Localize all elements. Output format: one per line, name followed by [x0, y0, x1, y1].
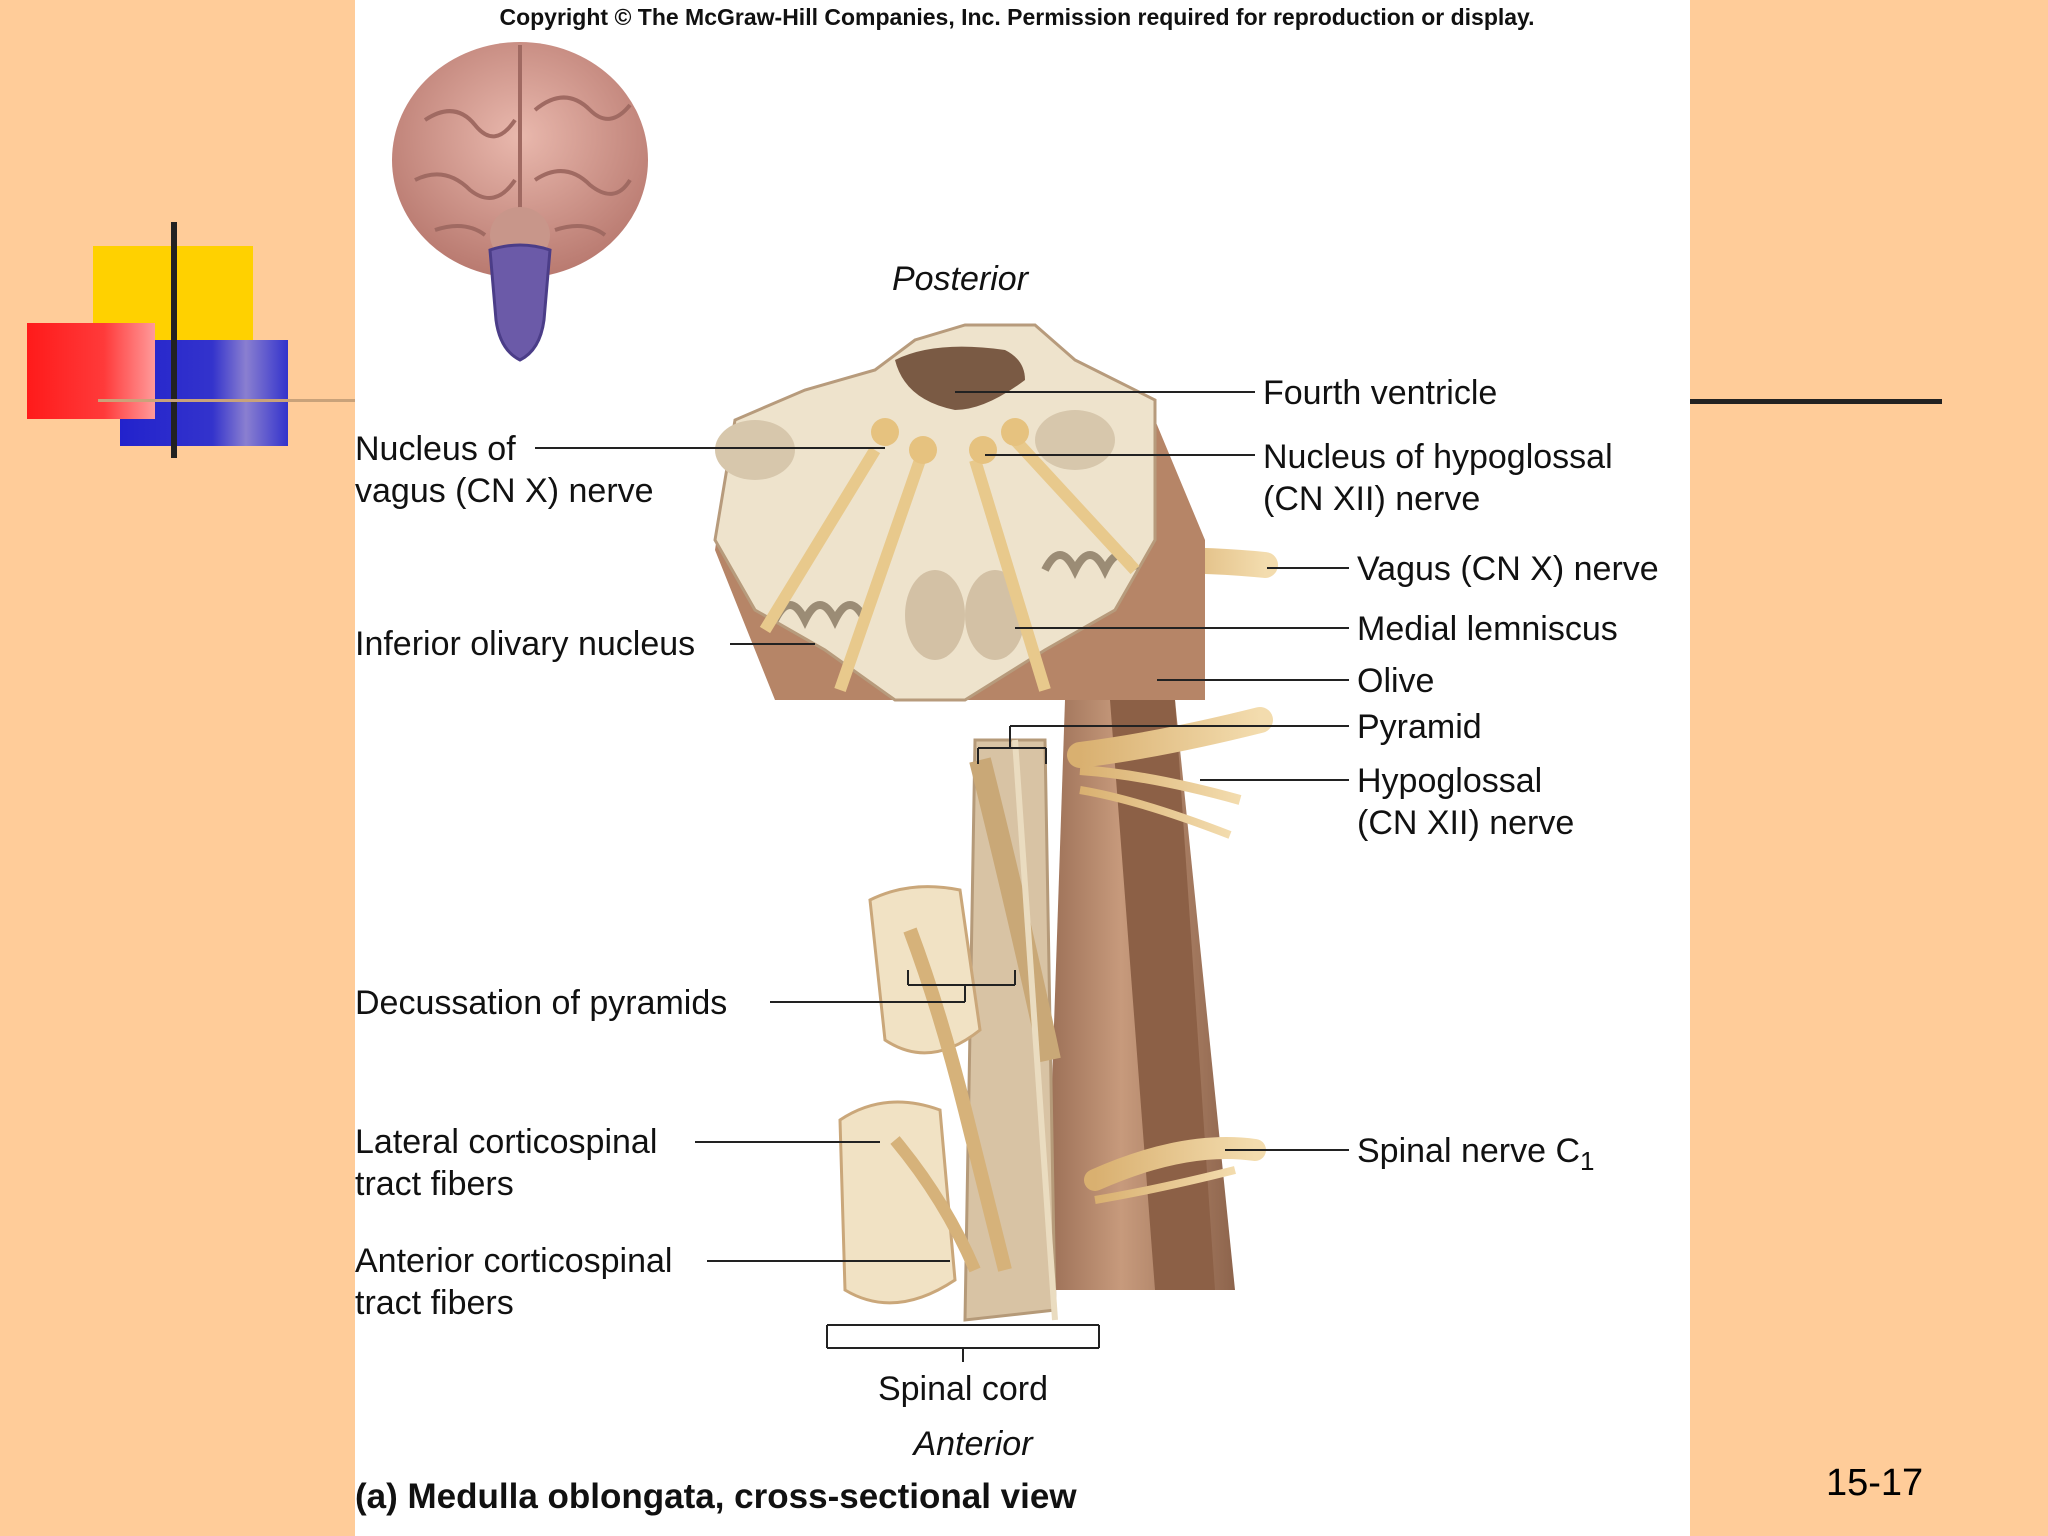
label-nucleus-vagus-line1: Nucleus of — [355, 430, 516, 468]
label-vagus-nerve: Vagus (CN X) nerve — [1357, 550, 1659, 588]
label-decussation-of-pyramids: Decussation of pyramids — [355, 984, 727, 1022]
label-fourth-ventricle: Fourth ventricle — [1263, 374, 1497, 412]
label-olive: Olive — [1357, 662, 1434, 700]
label-anterior-corticospinal-line2: tract fibers — [355, 1284, 514, 1322]
copyright-text: Copyright © The McGraw-Hill Companies, I… — [499, 4, 1534, 30]
label-anterior-corticospinal-line1: Anterior corticospinal — [355, 1242, 672, 1280]
label-medial-lemniscus: Medial lemniscus — [1357, 610, 1618, 648]
anterior-label: Anterior — [911, 1425, 1034, 1463]
label-group: Fourth ventricle Nucleus of hypoglossal … — [355, 374, 1659, 1408]
deco-horizontal-line-right — [1690, 399, 1942, 404]
label-spinal-nerve: Spinal nerve C1 — [1357, 1132, 1594, 1176]
figure-panel: Copyright © The McGraw-Hill Companies, I… — [355, 0, 1690, 1536]
label-spinal-nerve-text: Spinal nerve C — [1357, 1132, 1580, 1170]
leader-lines — [535, 391, 1349, 1362]
deco-vertical-line — [171, 222, 177, 458]
slide-number: 15-17 — [1826, 1462, 1924, 1504]
medulla-diagram: Copyright © The McGraw-Hill Companies, I… — [355, 4, 1659, 1516]
deco-horizontal-line-left — [98, 399, 356, 402]
figure-caption: (a) Medulla oblongata, cross-sectional v… — [355, 1477, 1077, 1516]
deco-red-square — [27, 323, 155, 419]
label-nucleus-hypoglossal-line2: (CN XII) nerve — [1263, 480, 1480, 518]
label-inferior-olivary-nucleus: Inferior olivary nucleus — [355, 625, 695, 663]
spinal-cord-illustration — [838, 547, 1278, 1322]
label-pyramid: Pyramid — [1357, 708, 1482, 746]
label-spinal-cord: Spinal cord — [878, 1370, 1048, 1408]
posterior-label: Posterior — [892, 260, 1030, 298]
label-nucleus-vagus-line2: vagus (CN X) nerve — [355, 472, 654, 510]
label-spinal-nerve-subscript: 1 — [1580, 1146, 1594, 1176]
brain-thumbnail — [392, 42, 648, 362]
label-hypoglossal-nerve-line2: (CN XII) nerve — [1357, 804, 1574, 842]
label-lateral-corticospinal-line2: tract fibers — [355, 1165, 514, 1203]
label-nucleus-hypoglossal-line1: Nucleus of hypoglossal — [1263, 438, 1613, 476]
label-lateral-corticospinal-line1: Lateral corticospinal — [355, 1123, 657, 1161]
label-hypoglossal-nerve-line1: Hypoglossal — [1357, 762, 1542, 800]
